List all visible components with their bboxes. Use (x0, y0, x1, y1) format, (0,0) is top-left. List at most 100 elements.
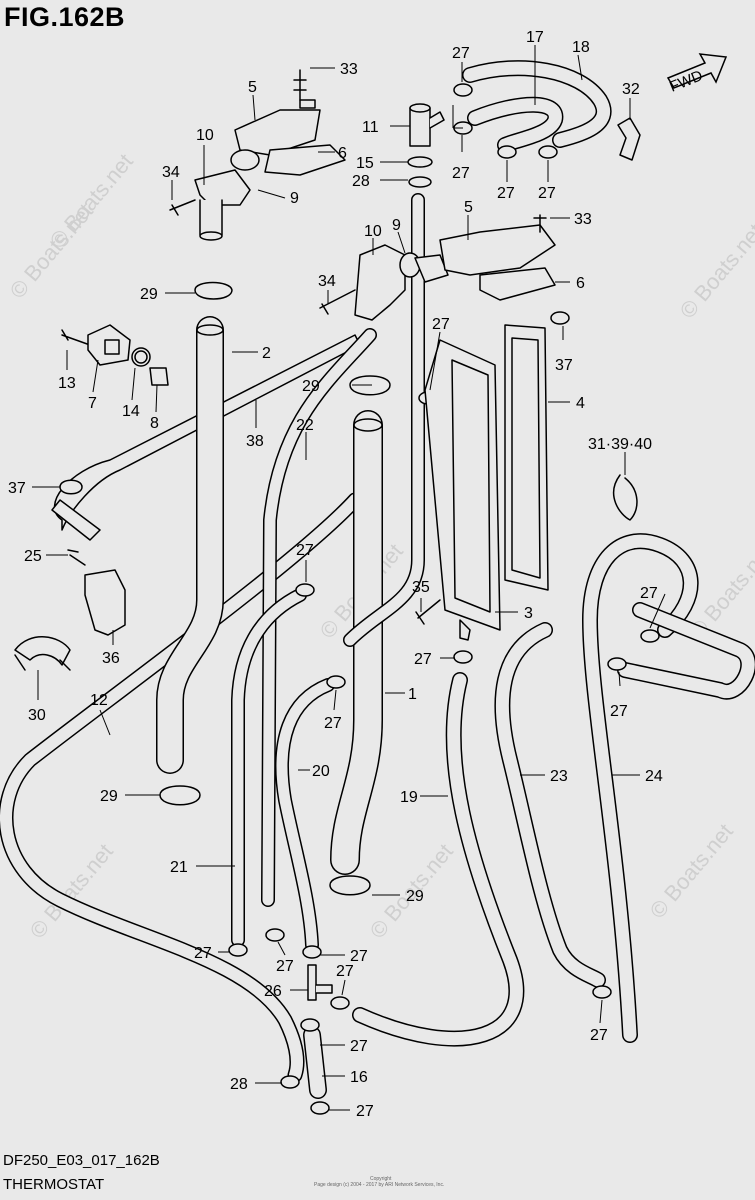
leader-lines (32, 45, 666, 1111)
hose-16 (303, 1026, 327, 1099)
callout-13: 13 (58, 375, 76, 392)
callout-37a: 37 (8, 480, 26, 497)
callout-3: 3 (524, 605, 533, 622)
callout-2: 2 (262, 345, 271, 362)
bolt-35 (415, 599, 441, 625)
callout-12: 12 (90, 692, 108, 709)
hose-17 (462, 60, 612, 148)
callout-29b: 29 (302, 378, 320, 395)
callout-37b: 37 (555, 357, 573, 374)
hose-2 (156, 316, 224, 774)
callout-34b: 34 (318, 273, 336, 290)
callout-27i: 27 (610, 703, 628, 720)
callout-33b: 33 (574, 211, 592, 228)
clamp-28a (408, 176, 432, 188)
fwd-arrow: FWD (666, 53, 728, 96)
hose-22 (261, 328, 377, 907)
callout-27p: 27 (640, 585, 658, 602)
callout-9b: 9 (392, 217, 401, 234)
hose-20 (275, 678, 335, 952)
callout-29c: 29 (406, 888, 424, 905)
hose-19 (352, 672, 525, 1047)
clamp-29c (329, 875, 371, 896)
callout-28a: 28 (352, 173, 370, 190)
callout-27k: 27 (276, 958, 294, 975)
callout-28b: 28 (230, 1076, 248, 1093)
callout-27f: 27 (296, 542, 314, 559)
callout-25: 25 (24, 548, 42, 565)
callout-8: 8 (150, 415, 159, 432)
callout-6a: 6 (338, 145, 347, 162)
callout-18: 18 (572, 39, 590, 56)
callout-29d: 29 (100, 788, 118, 805)
figure-title: FIG.162B (4, 2, 126, 32)
callout-27a: 27 (452, 45, 470, 62)
callout-27j: 27 (194, 945, 212, 962)
callout-33a: 33 (340, 61, 358, 78)
hose-24 (582, 533, 755, 1043)
figure-code: DF250_E03_017_162B (3, 1152, 160, 1169)
callout-29a: 29 (140, 286, 158, 303)
callout-10a: 10 (196, 127, 214, 144)
callout-4: 4 (576, 395, 585, 412)
sensor-group-7-8-13-14 (61, 324, 169, 386)
fwd-label: FWD (667, 67, 705, 96)
callout-27h: 27 (414, 651, 432, 668)
callout-7: 7 (88, 395, 97, 412)
callout-24: 24 (645, 768, 663, 785)
gasket-4 (504, 324, 549, 591)
callout-27l: 27 (350, 948, 368, 965)
callout-9a: 9 (290, 190, 299, 207)
callout-27d: 27 (538, 185, 556, 202)
callout-30: 30 (28, 707, 46, 724)
callout-10b: 10 (364, 223, 382, 240)
cover-3 (424, 339, 501, 641)
washer-15 (407, 156, 433, 168)
callout-31-39-40: 31·39·40 (588, 436, 652, 453)
hose-upper-center (343, 193, 425, 647)
callout-5b: 5 (464, 199, 473, 216)
callout-27g: 27 (324, 715, 342, 732)
callout-21: 21 (170, 859, 188, 876)
callout-14: 14 (122, 403, 140, 420)
callout-27b: 27 (452, 165, 470, 182)
callout-labels: 33 5 6 10 34 9 29 2 13 7 14 8 38 37 25 3… (8, 29, 663, 1120)
callout-27q: 27 (590, 1027, 608, 1044)
clip-32 (617, 117, 641, 161)
callout-11: 11 (362, 119, 379, 136)
callout-27o: 27 (356, 1103, 374, 1120)
housing-assembly-right (319, 214, 556, 321)
fitting-11 (409, 103, 445, 147)
callout-19: 19 (400, 789, 418, 806)
clamp-29d (159, 785, 201, 806)
callout-6b: 6 (576, 275, 585, 292)
callout-32: 32 (622, 81, 640, 98)
callout-34a: 34 (162, 164, 180, 181)
hose-23 (494, 622, 606, 988)
callout-27e: 27 (432, 316, 450, 333)
hose-1 (330, 410, 383, 875)
callout-15: 15 (356, 155, 374, 172)
tee-26 (307, 964, 333, 1001)
callout-36: 36 (102, 650, 120, 667)
figure-subtitle: THERMOSTAT (3, 1176, 105, 1193)
watermark-text: © Boats.net (645, 819, 738, 923)
callout-38: 38 (246, 433, 264, 450)
copyright-line: Page design (c) 2004 - 2017 by ARI Netwo… (314, 1182, 444, 1188)
callout-20: 20 (312, 763, 330, 780)
callout-16: 16 (350, 1069, 368, 1086)
hose-18 (467, 96, 564, 153)
hose-21 (231, 588, 307, 947)
clip-31-39-40 (613, 474, 638, 521)
callout-27n: 27 (350, 1038, 368, 1055)
bracket-36 (67, 549, 126, 636)
callout-22: 22 (296, 417, 314, 434)
clip-30 (14, 636, 71, 671)
copyright-label: Copyright (370, 1176, 392, 1182)
watermark-text: © Boats.net (45, 149, 138, 253)
callout-23: 23 (550, 768, 568, 785)
callout-1: 1 (408, 686, 417, 703)
callout-5a: 5 (248, 79, 257, 96)
callout-27m: 27 (336, 963, 354, 980)
